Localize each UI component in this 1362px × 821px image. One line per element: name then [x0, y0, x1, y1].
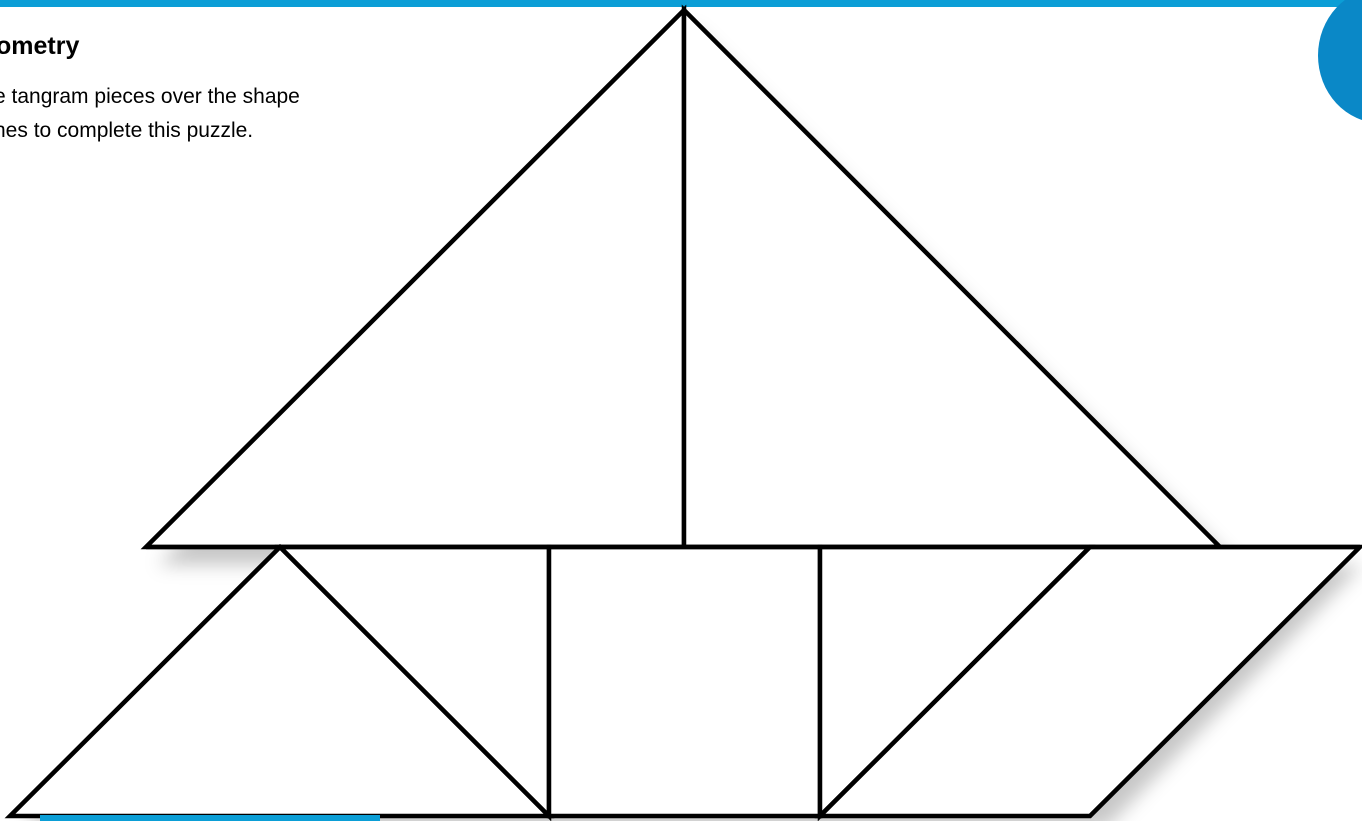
sail-right-large-triangle [684, 10, 1220, 547]
sail-left-large-triangle [146, 10, 684, 547]
bottom-accent-strip [40, 815, 380, 821]
hull-square [549, 547, 820, 816]
